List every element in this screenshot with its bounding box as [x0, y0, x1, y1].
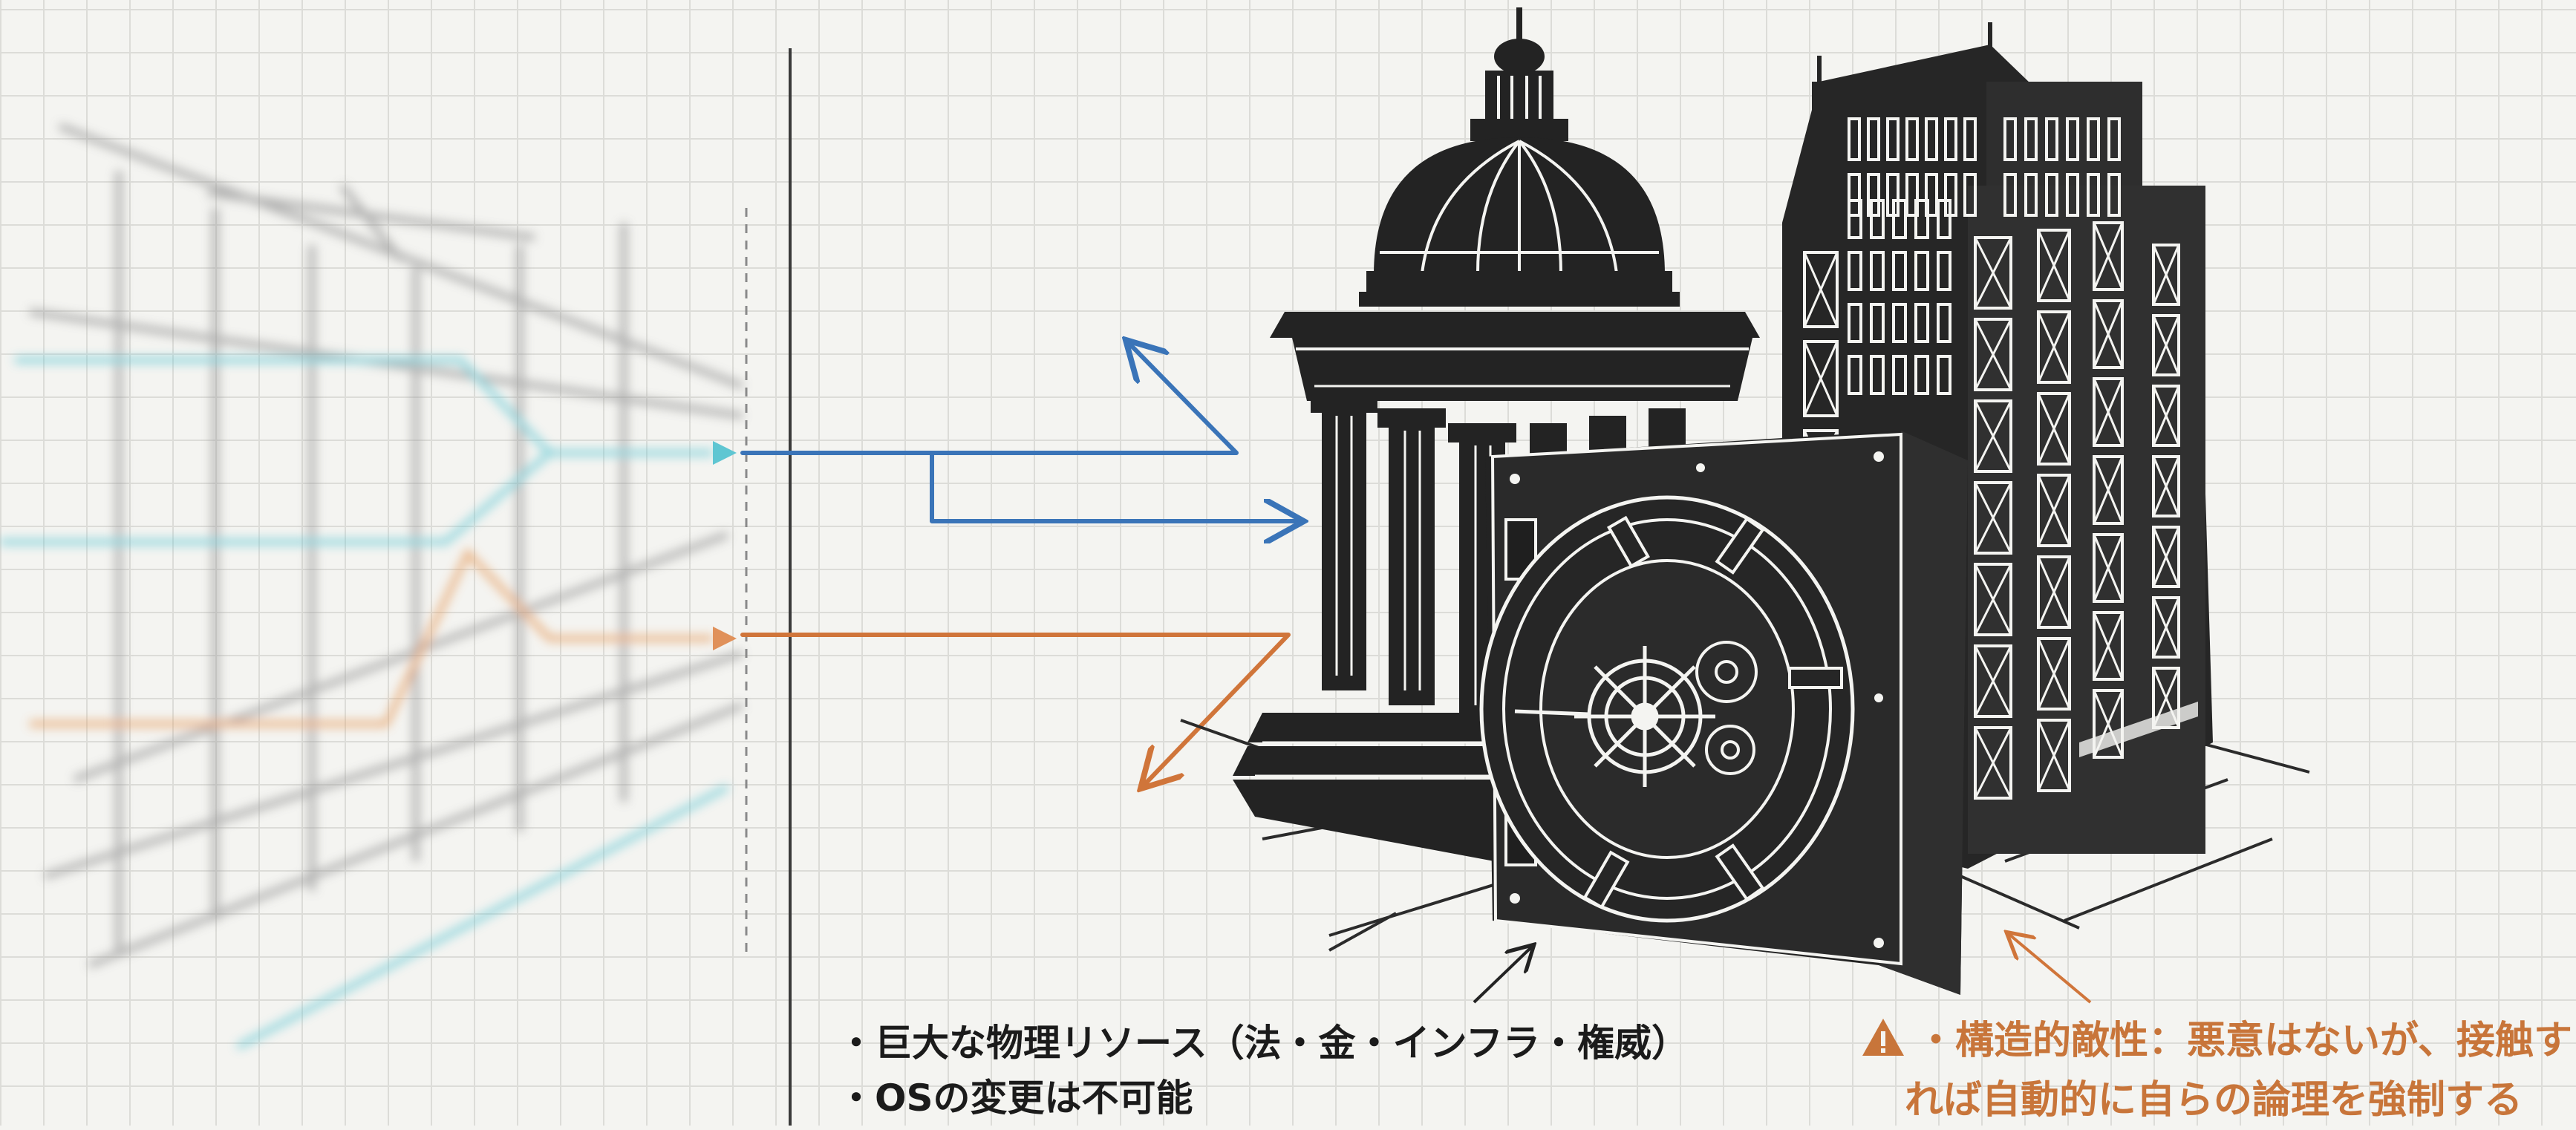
blue-deflection-arrows: [740, 343, 1300, 521]
pointer-arrow-warning: [2009, 934, 2092, 1004]
orange-deflection-arrow: [740, 633, 1291, 786]
warning-triangle-icon: [1862, 1019, 1904, 1056]
caption-left-line1: ・巨大な物理リソース（法・金・インフラ・権威）: [838, 1022, 1689, 1065]
caption-left-line2: ・OSの変更は不可能: [838, 1077, 1193, 1120]
pointer-arrow-vault: [1473, 947, 1532, 1004]
orange-arrowhead-icon: [713, 627, 737, 650]
warning-caption: ・構造的敵性：悪意はないが、接触す れば自動的に自らの論理を強制する: [1860, 1011, 2572, 1130]
classical-domed-building-icon: [1233, 7, 1760, 876]
teal-arrowhead-icon: [713, 441, 737, 465]
blurred-sketch-area: [0, 123, 744, 1050]
resource-caption: ・巨大な物理リソース（法・金・インフラ・権威） ・OSの変更は不可能: [838, 1016, 1689, 1126]
caption-right-line2: れば自動的に自らの論理を強制する: [1905, 1078, 2523, 1123]
bank-vault-icon: [1479, 431, 1968, 995]
caption-right-line1: ・構造的敵性：悪意はないが、接触す: [1917, 1019, 2572, 1063]
